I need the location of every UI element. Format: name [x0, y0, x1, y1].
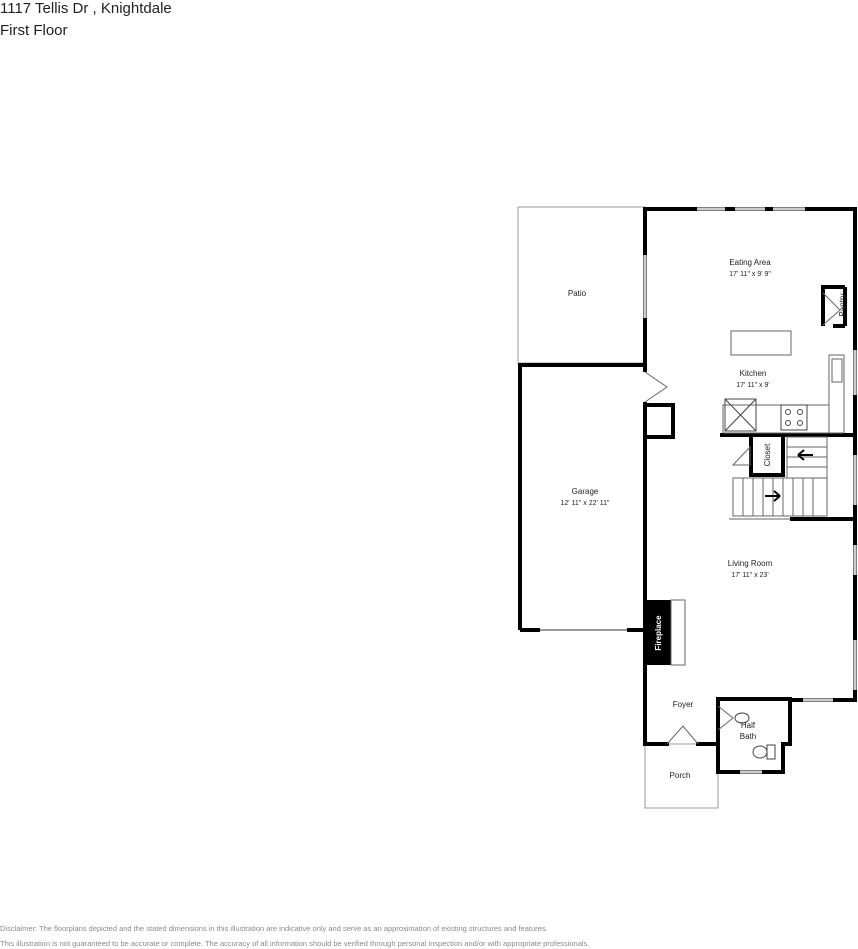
living-room-dims: 17' 11" x 23': [731, 572, 768, 579]
door-swings: [644, 292, 841, 745]
garage-walls: [518, 363, 645, 632]
garage-label: Garage: [572, 487, 599, 496]
toilet-icon: [752, 745, 768, 759]
burner-icon: [797, 420, 803, 426]
garage-dims: 12' 11" x 22' 11": [560, 500, 610, 507]
fireplace-label: Fireplace: [654, 615, 663, 651]
living-room-label: Living Room: [728, 559, 773, 568]
porch-label: Porch: [670, 771, 691, 780]
stair-arrow-icon: [797, 449, 813, 461]
porch-outline: [644, 743, 719, 809]
address-title: 1117 Tellis Dr , Knightdale: [0, 0, 172, 17]
burner-icon: [797, 409, 803, 415]
kitchen-sink: [831, 358, 843, 383]
half-bath-label-line1: Half: [741, 721, 756, 730]
stove: [780, 404, 808, 431]
patio-outline: [517, 206, 646, 364]
bath-sink-icon: [734, 712, 750, 724]
fireplace-block: [645, 600, 671, 665]
kitchen-counter-bottom: [722, 404, 830, 434]
stair-arrow-icon: [765, 490, 781, 502]
half-bath-label-line2: Bath: [740, 732, 756, 741]
eating-area-dims: 17' 11" x 9' 9": [729, 271, 771, 278]
kitchen-island: [730, 330, 792, 356]
disclaimer-line-2: This illustration is not guaranteed to b…: [0, 939, 590, 948]
stairs: [729, 436, 828, 520]
patio-label: Patio: [568, 289, 587, 298]
eating-area-label: Eating Area: [729, 258, 771, 267]
floor-title: First Floor: [0, 22, 68, 39]
kitchen-counter-right: [828, 354, 845, 434]
kitchen-dims: 17' 11" x 9': [736, 382, 769, 389]
interior-walls: [720, 285, 855, 521]
closet-label: Closet: [763, 443, 772, 466]
burner-icon: [785, 409, 791, 415]
fireplace-hearth: [670, 599, 686, 666]
pantry-label: Pantry: [838, 293, 847, 316]
disclaimer-line-1: Disclaimer: The floorplans depicted and …: [0, 924, 548, 933]
foyer-label: Foyer: [673, 700, 694, 709]
half-bath-walls: [716, 697, 792, 774]
window-lines: [697, 208, 856, 773]
fridge: [724, 398, 757, 432]
windows: [697, 207, 857, 774]
kitchen-label: Kitchen: [740, 369, 767, 378]
garage-entry-nook: [645, 403, 675, 439]
burner-icon: [785, 420, 791, 426]
